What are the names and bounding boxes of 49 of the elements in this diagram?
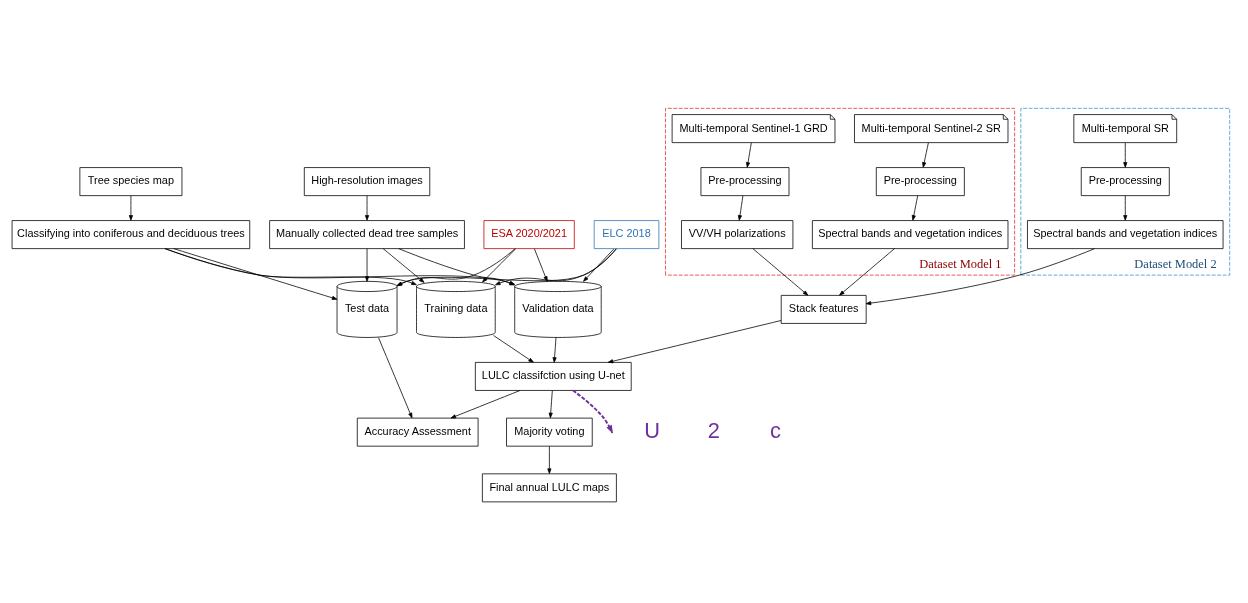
node-box: Pre-processing bbox=[875, 166, 965, 196]
node-box: Spectral bands and vegetation indices bbox=[812, 219, 1009, 249]
arrow bbox=[378, 336, 413, 418]
arrow bbox=[128, 195, 133, 221]
node-box: LULC classifction using U-net bbox=[474, 361, 632, 391]
node-box: Classifying into coniferous and deciduous trees bbox=[11, 219, 251, 249]
arrow bbox=[922, 142, 929, 168]
arrow bbox=[164, 247, 515, 285]
arrow bbox=[365, 247, 370, 282]
node-box: Manually collected dead tree samples bbox=[269, 219, 465, 249]
arrow bbox=[450, 389, 521, 418]
node-box: Pre-processing bbox=[1080, 166, 1170, 196]
arrow bbox=[547, 445, 552, 474]
arrow bbox=[746, 142, 752, 168]
arrow bbox=[911, 195, 919, 221]
node-box: Stack features bbox=[780, 294, 867, 324]
label: c bbox=[769, 417, 781, 443]
arrow bbox=[173, 247, 338, 300]
node-box: Accuracy Assessment bbox=[356, 417, 479, 447]
node-box: ESA 2020/2021 bbox=[483, 219, 575, 249]
arrow bbox=[737, 195, 744, 221]
arrow bbox=[382, 247, 425, 283]
arrow bbox=[548, 389, 553, 418]
arrow bbox=[534, 247, 548, 282]
node-box: Final annual LULC maps bbox=[482, 472, 617, 502]
arrow bbox=[839, 247, 895, 296]
arrow bbox=[365, 195, 370, 221]
node-box: Spectral bands and vegetation indices bbox=[1027, 219, 1224, 249]
node-box: ELC 2018 bbox=[593, 219, 660, 249]
arrow bbox=[752, 247, 809, 296]
label: 2 bbox=[707, 417, 720, 443]
arrow bbox=[607, 319, 782, 363]
node-box: High-resolution images bbox=[303, 166, 431, 196]
node-box: Pre-processing bbox=[700, 166, 790, 196]
arrow bbox=[495, 248, 617, 285]
arrow bbox=[1123, 142, 1128, 168]
label: U bbox=[644, 417, 661, 443]
arrow bbox=[482, 247, 517, 282]
arrow bbox=[572, 389, 613, 434]
arrow bbox=[865, 247, 1095, 305]
node-box: Majority voting bbox=[506, 417, 593, 447]
arrow bbox=[396, 247, 617, 286]
arrow bbox=[1123, 195, 1128, 221]
arrow bbox=[164, 247, 417, 285]
arrow bbox=[583, 247, 615, 282]
node-box: Tree species map bbox=[79, 166, 183, 196]
arrow bbox=[552, 336, 557, 363]
node-box: VV/VH polarizations bbox=[681, 219, 794, 249]
arrow bbox=[493, 334, 534, 363]
